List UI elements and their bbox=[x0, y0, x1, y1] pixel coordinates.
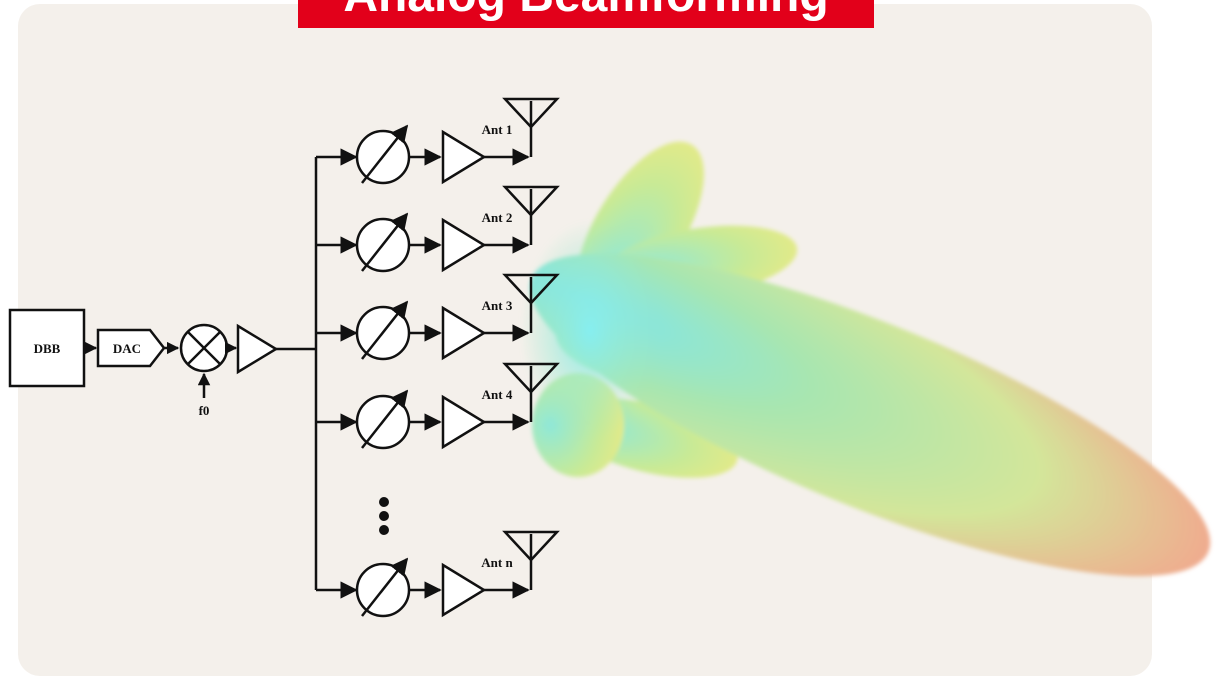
power-amplifier bbox=[441, 129, 487, 185]
signal-chain bbox=[8, 157, 318, 590]
power-amplifier bbox=[441, 394, 487, 450]
phase-shifter-arrow bbox=[361, 124, 409, 184]
phase-shifter-arrow bbox=[361, 557, 409, 617]
antenna-label: Ant 1 bbox=[482, 122, 513, 137]
main-amplifier bbox=[236, 323, 279, 375]
phase-shifter-arrow bbox=[361, 300, 409, 360]
page-title: Analog Beamforming bbox=[298, 0, 874, 22]
antenna-label: Ant 2 bbox=[482, 210, 513, 225]
antenna-icon bbox=[502, 97, 560, 129]
antenna-icon bbox=[502, 185, 560, 217]
phase-shifter-arrow bbox=[361, 212, 409, 272]
dbb-label: DBB bbox=[34, 341, 61, 356]
dac-block bbox=[96, 328, 166, 368]
title-banner: Analog Beamforming bbox=[298, 0, 874, 28]
antenna-branches: Ant 1 Ant 2 Ant 3 Ant 4 Ant n bbox=[316, 97, 560, 618]
lobe-core bbox=[520, 220, 660, 440]
antenna-label: Ant 3 bbox=[482, 298, 513, 313]
lo-frequency-label: f0 bbox=[199, 403, 210, 418]
antenna-icon bbox=[502, 273, 560, 305]
phase-shifter-arrow bbox=[361, 389, 409, 449]
power-amplifier bbox=[441, 217, 487, 273]
dbb-block bbox=[8, 308, 86, 388]
antenna-label: Ant n bbox=[481, 555, 513, 570]
antenna-icon bbox=[502, 362, 560, 394]
antenna-label: Ant 4 bbox=[482, 387, 513, 402]
radiation-pattern bbox=[520, 141, 1211, 577]
power-amplifier bbox=[441, 562, 487, 618]
main-lobe bbox=[529, 253, 1211, 577]
power-amplifier bbox=[441, 305, 487, 361]
antenna-icon bbox=[502, 530, 560, 562]
dac-label: DAC bbox=[113, 341, 141, 356]
ellipsis-dots bbox=[379, 497, 389, 535]
